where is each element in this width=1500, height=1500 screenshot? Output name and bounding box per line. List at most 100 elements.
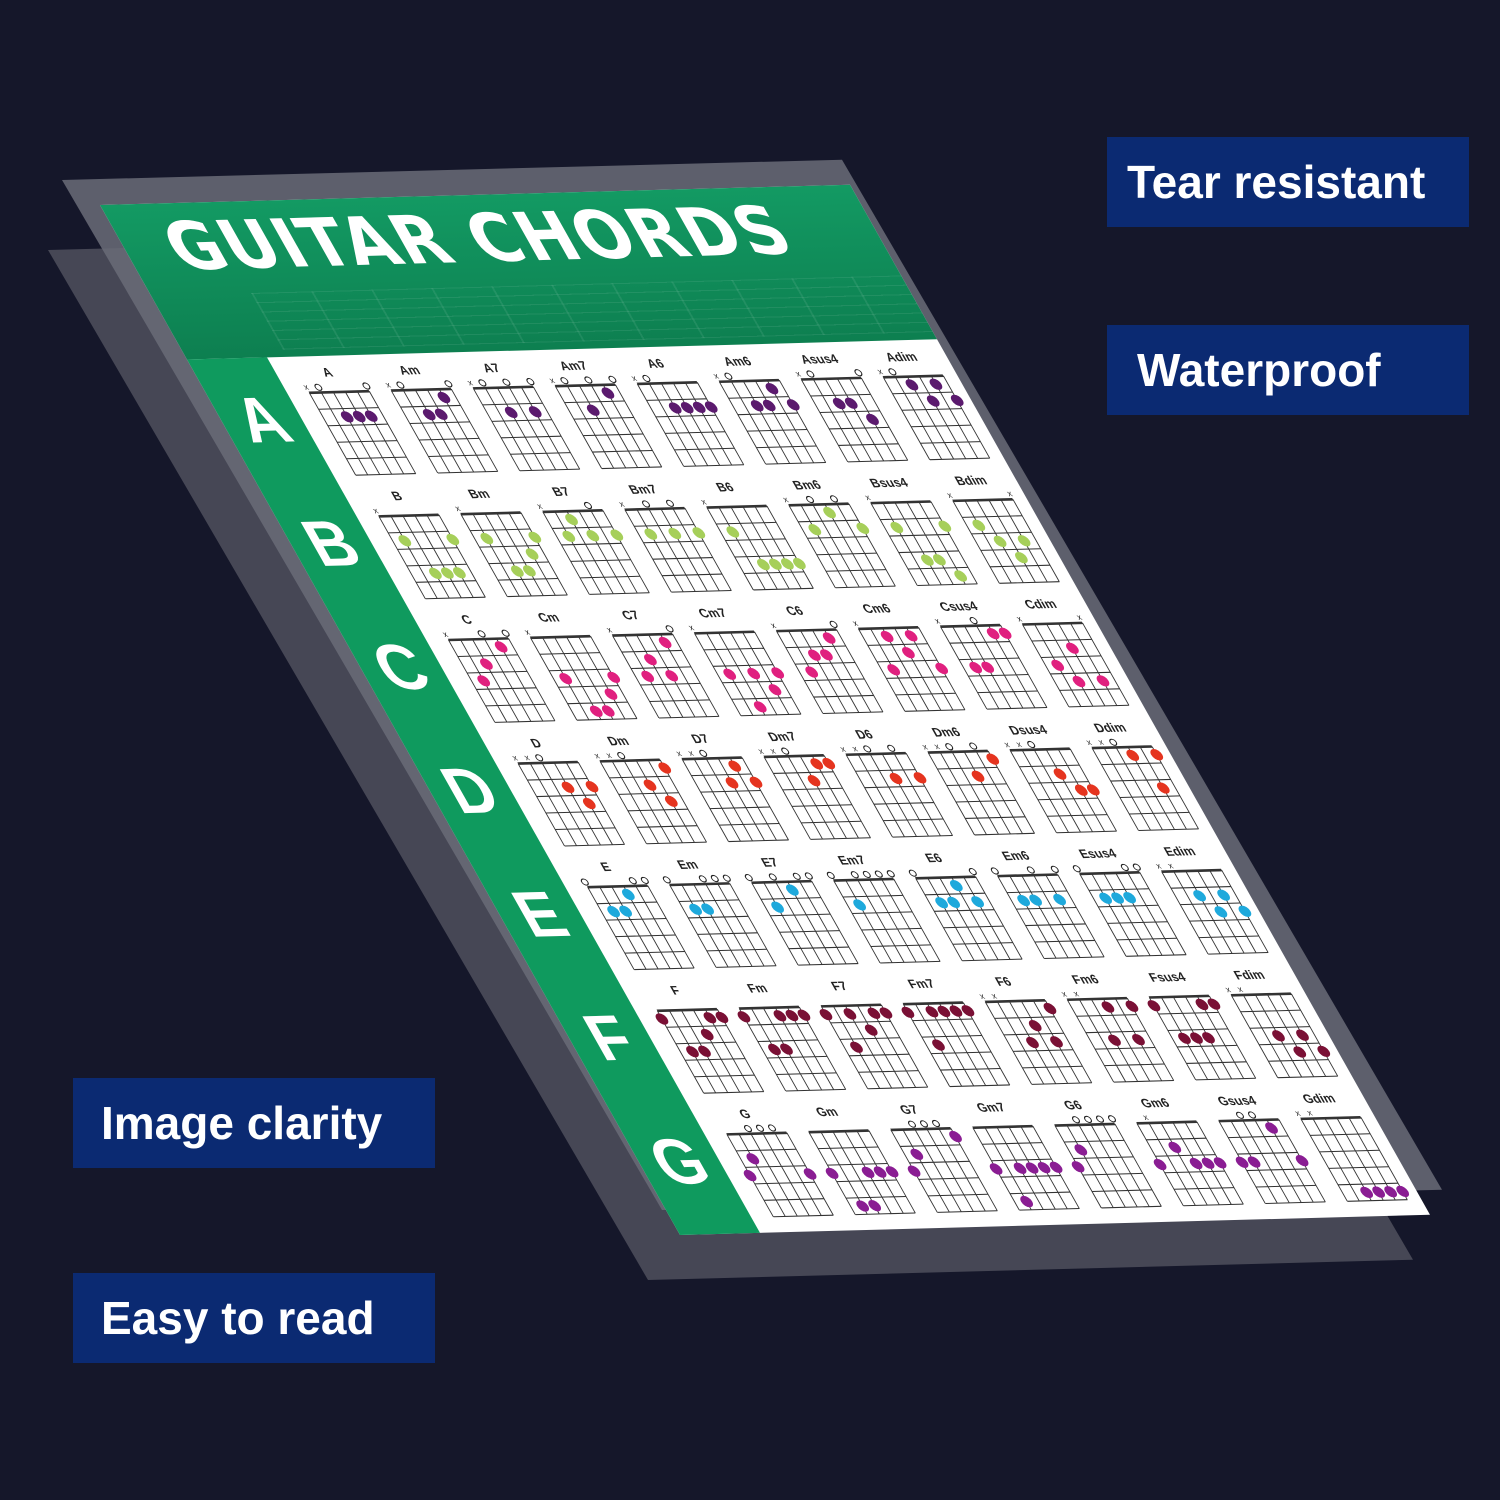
string-line: [800, 504, 848, 588]
muted-string-mark: x: [1071, 989, 1081, 999]
string-line: [742, 632, 790, 715]
string-line: [1091, 748, 1139, 831]
fret-line: [491, 419, 553, 422]
fret-line: [899, 1144, 961, 1147]
muted-string-mark: x: [711, 371, 721, 381]
finger-dot: [1125, 1000, 1139, 1013]
string-line: [939, 752, 987, 835]
string-line: [402, 390, 451, 473]
string-line: [660, 508, 708, 592]
open-string-mark: [1071, 1116, 1081, 1124]
finger-dot: [701, 903, 714, 915]
string-line: [507, 638, 556, 721]
string-line: [672, 633, 720, 717]
finger-dot: [986, 627, 1000, 640]
fret-line: [797, 963, 859, 966]
fret-line: [1097, 904, 1159, 908]
string-line: [472, 388, 521, 471]
fret-line: [624, 950, 686, 954]
finger-dot: [703, 1012, 717, 1024]
open-string-mark: [990, 867, 999, 875]
finger-dot: [971, 770, 985, 782]
fret-line: [418, 437, 480, 441]
finger-dot: [1099, 892, 1112, 904]
open-string-mark: [969, 616, 978, 625]
fret-line: [1328, 1166, 1390, 1169]
finger-dot: [1193, 890, 1206, 902]
finger-dot: [1071, 1161, 1085, 1173]
fret-line: [937, 1210, 998, 1213]
fretboard-diagram: x: [629, 373, 745, 467]
fret-line: [845, 1195, 907, 1199]
string-line: [1312, 1118, 1360, 1201]
finger-dot: [665, 670, 679, 682]
fret-line: [1207, 951, 1269, 955]
muted-string-mark: x: [977, 991, 987, 1001]
finger-dot: [585, 781, 599, 793]
fret-line: [1230, 992, 1293, 997]
finger-dot: [422, 408, 436, 421]
fret-line: [536, 794, 597, 798]
string-line: [611, 886, 659, 969]
fretboard-diagram: [908, 867, 1023, 962]
fret-line: [910, 424, 972, 428]
fret-line: [605, 918, 667, 921]
string-line: [717, 758, 765, 841]
muted-string-mark: x: [1305, 1108, 1315, 1118]
fret-line: [472, 385, 535, 390]
string-line: [472, 513, 520, 597]
finger-dot: [781, 558, 794, 570]
fret-line: [939, 623, 1002, 628]
chord-diagram: G7: [862, 1097, 1014, 1223]
string-line: [660, 383, 709, 466]
string-line: [1290, 993, 1339, 1077]
fret-line: [1046, 814, 1108, 817]
chord-diagram: F7: [792, 974, 944, 1100]
fret-line: [1054, 1122, 1116, 1127]
open-string-mark: [584, 376, 593, 384]
fret-line: [570, 559, 632, 562]
finger-dot: [1037, 1161, 1051, 1174]
fret-line: [994, 1016, 1055, 1019]
fret-line: [933, 909, 995, 912]
muted-string-mark: x: [945, 490, 955, 500]
finger-dot: [446, 533, 460, 546]
fret-line: [1347, 1199, 1408, 1202]
finger-dot: [1049, 1161, 1063, 1174]
fret-line: [775, 628, 838, 633]
string-line: [471, 639, 520, 722]
open-string-mark: [907, 1120, 917, 1128]
fret-line: [378, 513, 440, 518]
fret-line: [387, 530, 449, 534]
muted-string-mark: x: [592, 751, 602, 761]
fret-line: [909, 1160, 970, 1164]
open-string-mark: [768, 873, 777, 881]
finger-dot: [644, 528, 658, 540]
string-line: [857, 879, 905, 963]
finger-dot: [950, 394, 964, 407]
finger-dot: [689, 903, 702, 916]
finger-dot: [1153, 1158, 1167, 1171]
string-line: [824, 378, 873, 462]
finger-dot: [1238, 905, 1252, 917]
fret-line: [1021, 621, 1084, 626]
muted-string-mark: x: [465, 378, 475, 388]
fret-line: [636, 381, 699, 386]
fret-line: [1107, 921, 1168, 924]
string-line: [942, 375, 991, 459]
open-string-mark: [781, 747, 790, 755]
fret-line: [726, 1131, 788, 1136]
fretboard-diagram: x: [699, 497, 814, 591]
fretboard-diagram: [890, 1119, 998, 1213]
fret-line: [564, 400, 625, 404]
fret-line: [760, 897, 822, 900]
string-line: [975, 876, 1023, 960]
finger-dot: [604, 688, 618, 700]
string-line: [894, 627, 942, 711]
finger-dot: [1235, 1156, 1249, 1168]
open-string-mark: [478, 379, 487, 387]
